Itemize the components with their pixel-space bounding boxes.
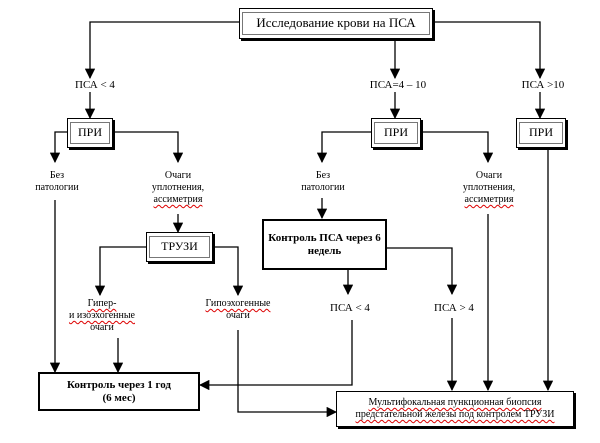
middle-nodes-line1: Очаги bbox=[475, 170, 503, 181]
edge-left-pri-to-nopath bbox=[49, 131, 68, 164]
top-box: Исследование крови на ПСА bbox=[239, 8, 433, 39]
pri-box-middle-label: ПРИ bbox=[374, 122, 418, 144]
edge-top-to-left bbox=[84, 21, 240, 80]
truzi-box: ТРУЗИ bbox=[146, 232, 213, 262]
control-psa-text: Контроль ПСА через 6 недель bbox=[268, 232, 380, 258]
branch-left-label: ПСА < 4 bbox=[75, 79, 115, 91]
edge-controlpsa-to-high bbox=[386, 247, 458, 296]
edge-top-to-right bbox=[432, 21, 546, 80]
hypo-nodes-line2: очаги bbox=[226, 310, 250, 321]
pri-box-middle: ПРИ bbox=[371, 118, 421, 148]
middle-no-pathology-line2: патологии bbox=[301, 182, 345, 193]
left-nodes: Очаги уплотнения, ассиметрия bbox=[140, 170, 216, 206]
middle-nodes: Очаги уплотнения, ассиметрия bbox=[450, 170, 528, 206]
hypo-nodes: Гипоэхогенные очаги bbox=[194, 298, 282, 322]
left-nodes-line2: уплотнения, bbox=[151, 182, 205, 193]
truzi-box-label: ТРУЗИ bbox=[149, 236, 210, 258]
middle-nodes-line2: уплотнения, bbox=[462, 182, 516, 193]
edge-truzi-to-hypo bbox=[212, 246, 244, 297]
pri-box-left: ПРИ bbox=[67, 118, 113, 148]
control-psa-line1: Контроль ПСА через 6 bbox=[268, 231, 381, 244]
top-box-title: Исследование крови на ПСА bbox=[242, 12, 430, 35]
pri-box-right: ПРИ bbox=[516, 118, 566, 148]
edge-left-pri-to-nodes bbox=[112, 131, 184, 164]
biopsy-text: Мультифокальная пункционная биопсия пред… bbox=[356, 397, 555, 421]
branch-right-label: ПСА >10 bbox=[521, 79, 565, 91]
pri-box-left-label: ПРИ bbox=[70, 122, 110, 144]
edge-truzi-to-hyper bbox=[94, 246, 148, 297]
left-nodes-line1: Очаги bbox=[164, 170, 192, 181]
hyper-nodes: Гипер- и изоэхогенные очаги bbox=[60, 298, 144, 334]
hyper-nodes-line2: и изоэхогенные bbox=[68, 310, 135, 321]
control-year-line1: Контроль через 1 год bbox=[67, 378, 171, 391]
hyper-nodes-line3: очаги bbox=[90, 322, 114, 333]
control-year-box: Контроль через 1 год (6 мес) bbox=[38, 372, 200, 411]
biopsy-box: Мультифокальная пункционная биопсия пред… bbox=[336, 391, 574, 427]
psa-result-high: ПСА > 4 bbox=[434, 302, 474, 314]
middle-no-pathology-line1: Без bbox=[315, 170, 331, 181]
middle-nodes-line3: ассиметрия bbox=[464, 194, 514, 205]
edge-hypo-to-biopsy bbox=[237, 330, 338, 418]
edge-middle-pri-to-nopath bbox=[316, 131, 372, 164]
left-no-pathology-line2: патологии bbox=[35, 182, 79, 193]
hypo-nodes-line1: Гипоэхогенные bbox=[205, 298, 271, 309]
biopsy-line2: предстательной железы под контролем ТРУЗ… bbox=[355, 409, 555, 420]
pri-box-right-label: ПРИ bbox=[519, 122, 563, 144]
left-no-pathology-line1: Без bbox=[49, 170, 65, 181]
control-psa-line2: недель bbox=[307, 244, 342, 257]
biopsy-line1: Мультифокальная пункционная биопсия bbox=[368, 397, 542, 408]
left-no-pathology: Без патологии bbox=[32, 170, 82, 194]
control-year-line2: (6 мес) bbox=[102, 391, 136, 404]
middle-no-pathology: Без патологии bbox=[298, 170, 348, 194]
left-nodes-line3: ассиметрия bbox=[153, 194, 203, 205]
branch-middle-label: ПСА=4 – 10 bbox=[369, 79, 427, 91]
edge-middle-pri-to-nodes bbox=[420, 131, 494, 164]
hyper-nodes-line1: Гипер- bbox=[87, 298, 117, 309]
control-psa-box: Контроль ПСА через 6 недель bbox=[262, 219, 387, 270]
control-year-text: Контроль через 1 год (6 мес) bbox=[67, 379, 171, 405]
edge-low-to-control bbox=[198, 320, 353, 391]
psa-result-low: ПСА < 4 bbox=[330, 302, 370, 314]
